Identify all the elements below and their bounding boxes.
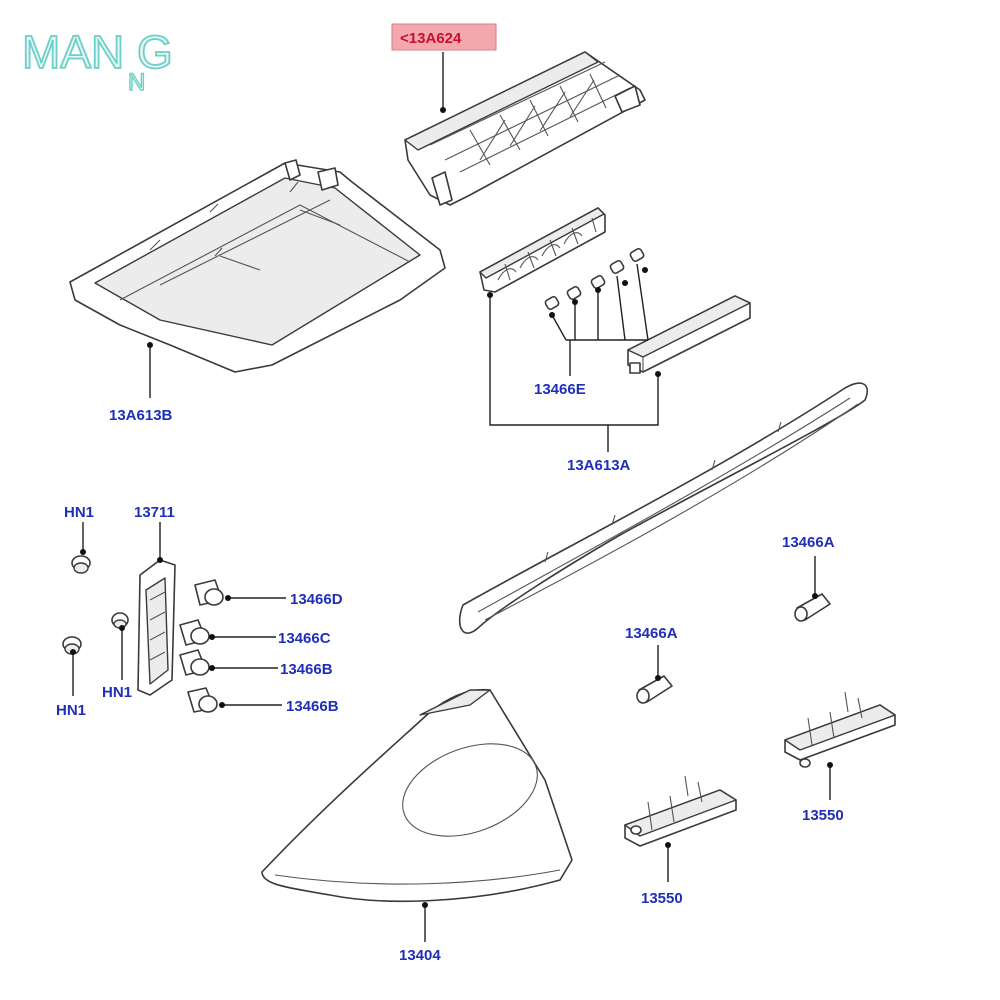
grommet-hn1-mid xyxy=(111,612,129,629)
grommet-hn1-top xyxy=(71,555,91,574)
leader-lines xyxy=(70,52,833,942)
connector-bar xyxy=(627,295,751,374)
watermark-accent: N xyxy=(128,69,145,96)
bracket-13A624 xyxy=(404,51,646,206)
callout-labels: <13A624 13A613B 13466E 13A613A HN1 13711… xyxy=(56,23,844,964)
bulb-sockets xyxy=(179,579,224,713)
plate-lamp-13550-mid xyxy=(624,775,737,847)
tail-lamp-13404 xyxy=(261,688,573,903)
bulb-13466A-right xyxy=(794,593,831,622)
label-13A624: <13A624 xyxy=(400,30,462,47)
label-13550-right[interactable]: 13550 xyxy=(802,807,844,824)
label-13A613B[interactable]: 13A613B xyxy=(109,407,173,424)
bulb-13466A-mid xyxy=(636,675,673,704)
light-bar-lens xyxy=(458,382,869,634)
label-13466A-mid[interactable]: 13466A xyxy=(625,625,678,642)
watermark-logo: MAN G N xyxy=(21,25,174,97)
housing-13A613B xyxy=(69,159,446,373)
bulb-contacts xyxy=(544,247,645,311)
label-13404[interactable]: 13404 xyxy=(399,947,441,964)
label-13711[interactable]: 13711 xyxy=(134,504,175,521)
lamp-bracket-13711 xyxy=(137,559,176,696)
label-13466D[interactable]: 13466D xyxy=(290,591,343,608)
label-13466B-upper[interactable]: 13466B xyxy=(280,661,333,678)
socket-13466C xyxy=(179,619,210,646)
label-13466A-right[interactable]: 13466A xyxy=(782,534,835,551)
socket-13466B-upper xyxy=(179,649,210,676)
watermark-text: MAN G xyxy=(22,26,173,78)
socket-13466D xyxy=(194,579,224,606)
label-13A613A[interactable]: 13A613A xyxy=(567,457,631,474)
label-hn1-mid[interactable]: HN1 xyxy=(102,684,132,701)
label-13550-mid[interactable]: 13550 xyxy=(641,890,683,907)
label-13466B-lower[interactable]: 13466B xyxy=(286,698,339,715)
plate-lamp-13550-right xyxy=(784,691,896,768)
label-13466C[interactable]: 13466C xyxy=(278,630,331,647)
label-hn1-top[interactable]: HN1 xyxy=(64,504,94,521)
highlight-callout-13A624[interactable]: <13A624 xyxy=(391,23,497,51)
label-13466E[interactable]: 13466E xyxy=(534,381,586,398)
label-hn1-bottom[interactable]: HN1 xyxy=(56,702,86,719)
bulb-holder-strip xyxy=(479,207,606,293)
socket-13466B-lower xyxy=(187,687,218,713)
